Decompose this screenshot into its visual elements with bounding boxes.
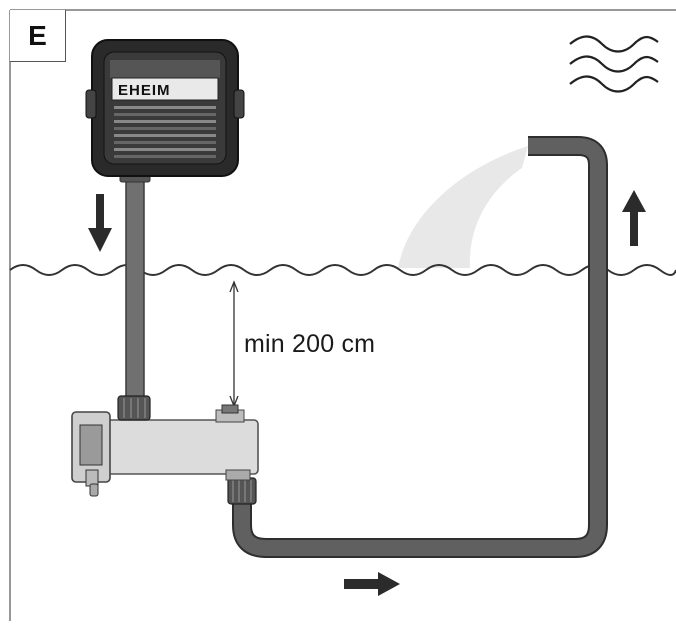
min-depth-label: min 200 cm <box>244 330 376 358</box>
pump-brand-label: EHEIM <box>118 82 171 99</box>
arrow-right-icon <box>344 572 400 596</box>
pump-grille <box>114 106 216 158</box>
water-waves-icon <box>569 35 659 93</box>
arrow-up-icon <box>622 190 646 246</box>
water-stream <box>398 146 528 268</box>
water-surface-line <box>9 264 676 276</box>
grille-slot <box>114 141 216 144</box>
depth-dimension <box>229 280 239 408</box>
arrow-down-icon <box>88 194 112 252</box>
hose-connector-nut <box>227 477 257 505</box>
pump-housing: EHEIM <box>85 39 245 177</box>
grille-slot <box>114 127 216 130</box>
grille-slot <box>114 106 216 109</box>
panel-label: E <box>10 10 66 62</box>
grille-slot <box>114 134 216 137</box>
grille-slot <box>114 113 216 116</box>
grille-slot <box>114 155 216 158</box>
intake-pipe <box>119 171 151 399</box>
grille-slot <box>114 148 216 151</box>
inline-unit <box>71 395 259 497</box>
grille-slot <box>114 120 216 123</box>
